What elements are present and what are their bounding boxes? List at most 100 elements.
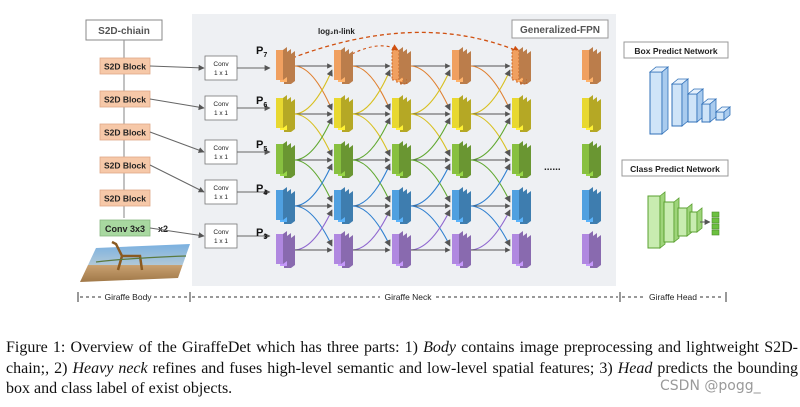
feature-stack [512, 187, 531, 224]
box-head-layer [715, 111, 725, 121]
neck-ellipsis: ...... [544, 162, 561, 173]
s2d-block-label: S2D Block [104, 128, 146, 138]
level-label: P6 [256, 95, 267, 109]
section-bar [77, 292, 727, 302]
feature-stack [582, 95, 601, 132]
conv1x1-box: Conv 1 x 1 [149, 164, 271, 205]
s2d-block: S2D Block [99, 123, 151, 141]
log-link-arc [291, 31, 521, 59]
conv1x1-label: Conv [213, 229, 229, 236]
log-link-label: log₂n-link [318, 27, 355, 36]
conv1x1-kernel: 1 x 1 [214, 194, 228, 201]
down-link [351, 205, 391, 247]
csdn-watermark: CSDN @pogg_ [660, 378, 761, 394]
class-output-cell [711, 211, 720, 218]
feature-stack [452, 95, 471, 132]
feature-stack [334, 141, 353, 178]
conv1x1-label: Conv [213, 185, 229, 192]
box-head-layer [687, 93, 698, 123]
down-link [293, 205, 333, 247]
down-link [469, 113, 511, 157]
feature-stack [452, 231, 471, 268]
s2d-block-label: S2D Block [104, 95, 146, 105]
feature-stack [276, 231, 295, 268]
down-link [469, 159, 511, 203]
conv3x3-label: Conv 3x3 [105, 224, 145, 234]
conv1x1-kernel: 1 x 1 [214, 110, 228, 117]
conv1x1-kernel: 1 x 1 [214, 70, 228, 77]
body-title: S2D-chiain [98, 26, 150, 37]
box-predict-network [648, 66, 732, 135]
conv3x3-repeat: x2 [158, 224, 168, 234]
down-link [469, 65, 511, 111]
box-head-title: Box Predict Network [634, 46, 717, 56]
feature-stack [392, 95, 411, 132]
feature-stack [276, 47, 295, 84]
caption-neck-term: Heavy neck [72, 359, 148, 377]
conv1x1-label: Conv [213, 145, 229, 152]
level-label: P4 [256, 183, 267, 197]
feature-stack [582, 187, 601, 224]
level-label: P7 [256, 45, 267, 59]
neck-connections [293, 63, 511, 253]
feature-stack [334, 231, 353, 268]
class-head-layer [689, 211, 698, 233]
down-link [409, 159, 451, 203]
caption-prefix: Figure 1: Overview of the GiraffeDet whi… [6, 339, 424, 356]
class-output-cell [711, 229, 720, 236]
feature-stack [511, 47, 531, 85]
caption-head-term: Head [617, 359, 653, 377]
down-link [409, 205, 451, 247]
conv1x1-box: Conv 1 x 1 [149, 223, 271, 249]
class-output-cell [711, 223, 720, 230]
down-link [469, 205, 511, 247]
feature-stack [582, 141, 601, 178]
feature-stack [512, 95, 531, 132]
s2d-block-label: S2D Block [104, 161, 146, 171]
down-link [351, 113, 391, 157]
class-head-layer [663, 201, 675, 243]
down-link [293, 159, 333, 203]
conv1x1-label: Conv [213, 101, 229, 108]
feature-stack [512, 141, 531, 178]
fpn-title-box [511, 19, 609, 39]
down-link [293, 65, 333, 111]
class-head-title: Class Predict Network [630, 164, 720, 174]
conv1x1-box: Conv 1 x 1 [149, 95, 271, 121]
up-link [351, 69, 391, 115]
down-link [409, 113, 451, 157]
feature-stack [392, 141, 411, 178]
feature-stack [452, 187, 471, 224]
conv1x1-kernel: 1 x 1 [214, 238, 228, 245]
up-link [293, 69, 333, 115]
caption-part3: predicts the bounding box and class labe… [6, 359, 799, 398]
up-link [409, 69, 451, 115]
s2d-block-label: S2D Block [104, 62, 146, 72]
down-link [409, 65, 451, 111]
s2d-block: S2D Block [99, 189, 151, 207]
conv1x1-box: Conv 1 x 1 [149, 131, 271, 165]
fpn-title: Generalized-FPN [520, 25, 600, 36]
section-body-label: Giraffe Body [104, 292, 152, 302]
feature-stack [512, 231, 531, 268]
box-head-layer [701, 103, 711, 123]
caption-part2: refines and fuses high-level semantic an… [147, 359, 618, 377]
conv1x1-box: Conv 1 x 1 [149, 55, 271, 81]
level-label: P5 [256, 139, 267, 153]
class-head-layer [677, 207, 688, 237]
class-predict-network [647, 191, 720, 249]
conv1x1-label: Conv [213, 61, 229, 68]
feature-stack [334, 187, 353, 224]
down-link [351, 159, 391, 203]
box-head-title-box [623, 41, 729, 59]
section-head-label: Giraffe Head [649, 292, 697, 302]
s2d-block: S2D Block [99, 156, 151, 174]
log-link-arc-short [351, 44, 399, 55]
feature-stack [582, 47, 601, 84]
caption-part1: contains image preprocessing and lightwe… [6, 339, 798, 377]
conv1x1-kernel: 1 x 1 [214, 154, 228, 161]
section-neck-label: Giraffe Neck [384, 292, 432, 302]
s2d-block: S2D Block [99, 57, 151, 75]
